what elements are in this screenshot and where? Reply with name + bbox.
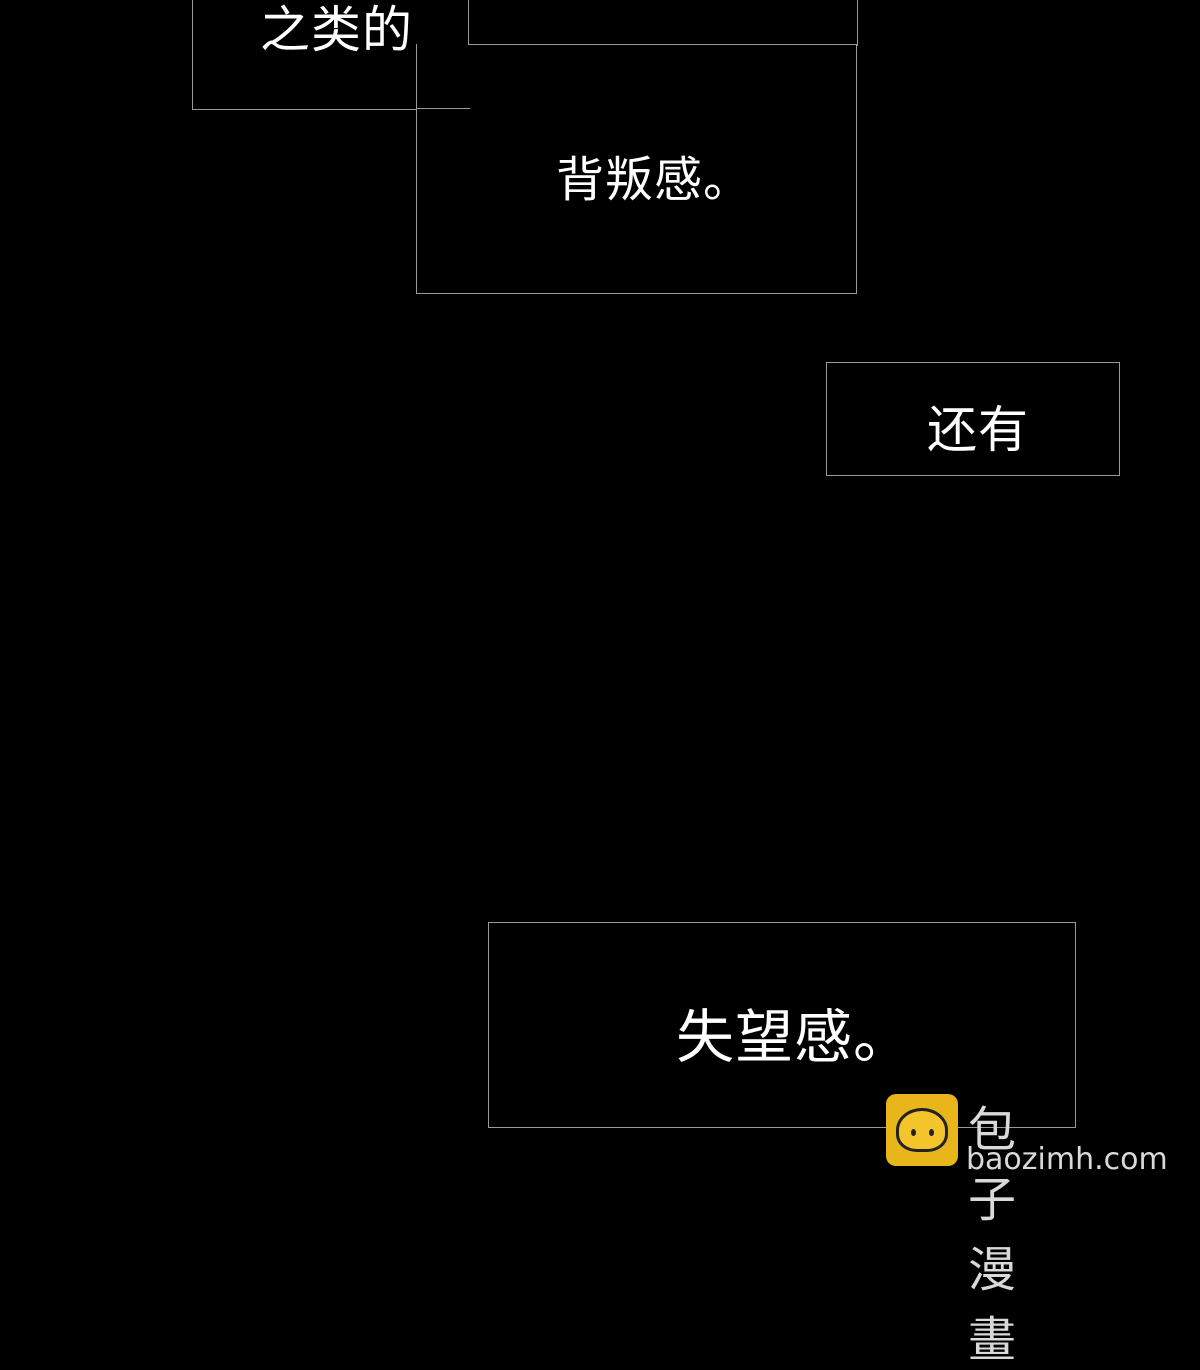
divider (468, 44, 857, 45)
caption-text-4: 失望感。 (676, 1003, 913, 1071)
divider (416, 108, 470, 109)
caption-text-1: 之类的 (260, 1, 413, 59)
steamed-bun-icon (886, 1094, 958, 1166)
caption-text-2: 背叛感。 (556, 152, 753, 208)
caption-box-3 (826, 362, 1120, 476)
watermark-domain: baozimh.com (966, 1142, 1168, 1177)
caption-box-top-right (468, 0, 858, 46)
caption-text-3: 还有 (927, 401, 1029, 459)
watermark-brand: 包子漫畫 (968, 1102, 1019, 1368)
caption-box-4 (488, 922, 1076, 1128)
caption-box-2 (416, 44, 857, 294)
